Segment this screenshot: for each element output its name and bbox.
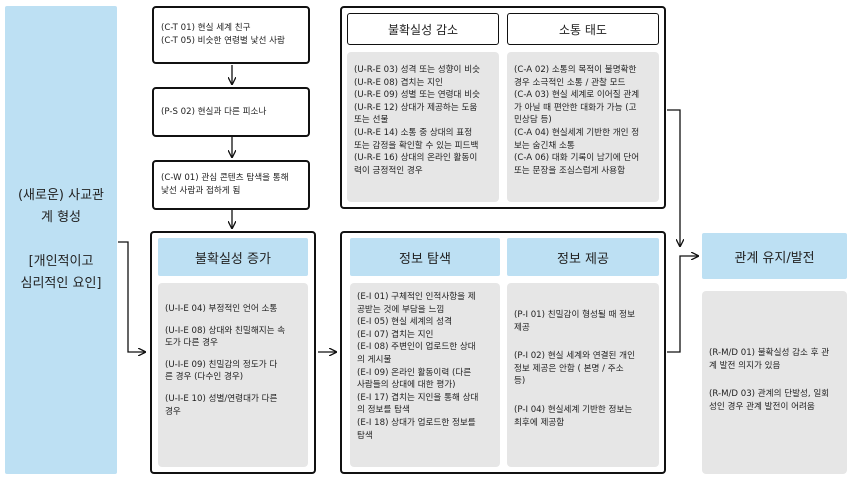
ca-line-4: 가 아닐 때 편안한 대화가 가능 (고 xyxy=(514,102,637,113)
box-ps: (P-S 02) 현실과 다른 피소나 xyxy=(152,87,310,137)
ei-line-10: 의 정보를 탐색 xyxy=(357,405,410,416)
ei-line-8: 사람들의 상대에 대한 평가) xyxy=(357,380,456,391)
ca-line-6: (C-A 04) 현실세계 기반한 개인 정 xyxy=(514,127,640,138)
left-line-3: [개인적이고 xyxy=(28,254,94,269)
info-search-list: (E-I 01) 구체적인 인적사항을 제 공받는 것에 부담을 느낌 (E-I… xyxy=(350,283,500,467)
ei-line-6: 의 게시물 xyxy=(357,354,392,365)
ei-line-2: 공받는 것에 부담을 느낌 xyxy=(357,304,445,315)
box-ps-line-1: (P-S 02) 현실과 다른 피소나 xyxy=(161,106,267,117)
uncertainty-reduction-list: (U-R-E 03) 성격 또는 성향이 비슷 (U-R-E 08) 겹치는 지… xyxy=(347,52,499,202)
box-ct-line-1: (C-T 01) 현실 세계 친구 xyxy=(161,23,251,34)
ei-line-1: (E-I 01) 구체적인 인적사항을 제 xyxy=(357,292,476,302)
ui-item-1: (U-I-E 04) 부정적인 언어 소통 xyxy=(165,304,278,314)
ure-line-4: (U-R-E 12) 상대가 제공하는 도움 xyxy=(354,102,478,113)
ei-line-7: (E-I 09) 온라인 활동이력 (다른 xyxy=(357,367,472,378)
ca-line-3: (C-A 03) 현실 세계로 이어질 관계 xyxy=(514,90,640,101)
uncertainty-increase-title: 불확실성 증가 xyxy=(158,238,308,276)
ca-line-7: 보는 숨긴채 소통 xyxy=(514,140,575,151)
uncertainty-increase-list: (U-I-E 04) 부정적인 언어 소통 (U-I-E 08) 상대와 친밀해… xyxy=(158,283,308,467)
box-ct: (C-T 01) 현실 세계 친구 (C-T 05) 비슷한 연령별 낯선 사람 xyxy=(152,6,310,64)
ei-line-3: (E-I 05) 현실 세계의 성격 xyxy=(357,317,452,328)
ei-line-12: 탐색 xyxy=(357,430,373,441)
communication-attitude-header: 소통 태도 xyxy=(507,13,659,45)
arrow-info-to-right xyxy=(667,256,698,353)
uncertainty-reduction-header: 불확실성 감소 xyxy=(347,13,499,45)
ei-line-4: (E-I 07) 겹치는 지인 xyxy=(357,329,434,340)
info-search-title: 정보 탐색 xyxy=(350,238,500,276)
ei-line-5: (E-I 08) 주변인이 업로드한 상대 xyxy=(357,342,476,353)
ca-line-8: (C-A 06) 대화 기록이 남기에 단어 xyxy=(514,153,640,164)
ca-line-2: 경우 소극적인 소통 / 관찰 모드 xyxy=(514,77,626,88)
relationship-title: 관계 유지/발전 xyxy=(702,233,847,279)
box-cw: (C-W 01) 관심 콘텐츠 탐색을 통해 낯선 사람과 접하게 됨 xyxy=(152,160,310,210)
box-cw-line-2: 낯선 사람과 접하게 됨 xyxy=(161,186,241,196)
communication-attitude-list: (C-A 02) 소통의 목적이 불명확한 경우 소극적인 소통 / 관찰 모드… xyxy=(507,52,659,202)
arrow-top-to-right xyxy=(667,109,680,246)
ca-line-5: 민상담 등) xyxy=(514,115,552,126)
left-line-2: 계 형성 xyxy=(40,210,81,225)
ure-line-2: (U-R-E 08) 겹치는 지인 xyxy=(354,77,443,88)
ei-line-9: (E-I 17) 겹치는 지인을 통해 상대 xyxy=(357,392,479,403)
left-category-box: (새로운) 사교관 계 형성 [개인적이고 심리적인 요인] xyxy=(5,6,117,474)
ure-line-3: (U-R-E 09) 성별 또는 연령대 비슷 xyxy=(354,90,481,101)
left-line-1: (새로운) 사교관 xyxy=(17,188,105,203)
ure-line-8: (U-R-E 16) 상대의 온라인 활동이 xyxy=(354,153,478,164)
ure-line-6: (U-R-E 14) 소통 중 상대의 표정 xyxy=(354,127,473,138)
left-line-4: 심리적인 요인] xyxy=(20,276,102,291)
ure-line-7: 또는 감정을 확인할 수 있는 피드백 xyxy=(354,140,479,151)
box-ct-line-2: (C-T 05) 비슷한 연령별 낯선 사람 xyxy=(161,36,285,46)
ure-line-1: (U-R-E 03) 성격 또는 성향이 비슷 xyxy=(354,65,481,75)
arrow-left-to-increase xyxy=(118,241,145,352)
ure-line-5: 또는 선물 xyxy=(354,115,389,126)
ca-line-9: 또는 문장을 조심스럽게 사용함 xyxy=(514,165,625,176)
box-cw-line-1: (C-W 01) 관심 콘텐츠 탐색을 통해 xyxy=(161,173,289,184)
info-provide-title: 정보 제공 xyxy=(507,238,659,276)
ca-line-1: (C-A 02) 소통의 목적이 불명확한 xyxy=(514,65,637,75)
ure-line-9: 력이 긍정적인 경우 xyxy=(354,165,423,176)
ei-line-11: (E-I 18) 상대가 업로드한 정보를 xyxy=(357,417,476,428)
